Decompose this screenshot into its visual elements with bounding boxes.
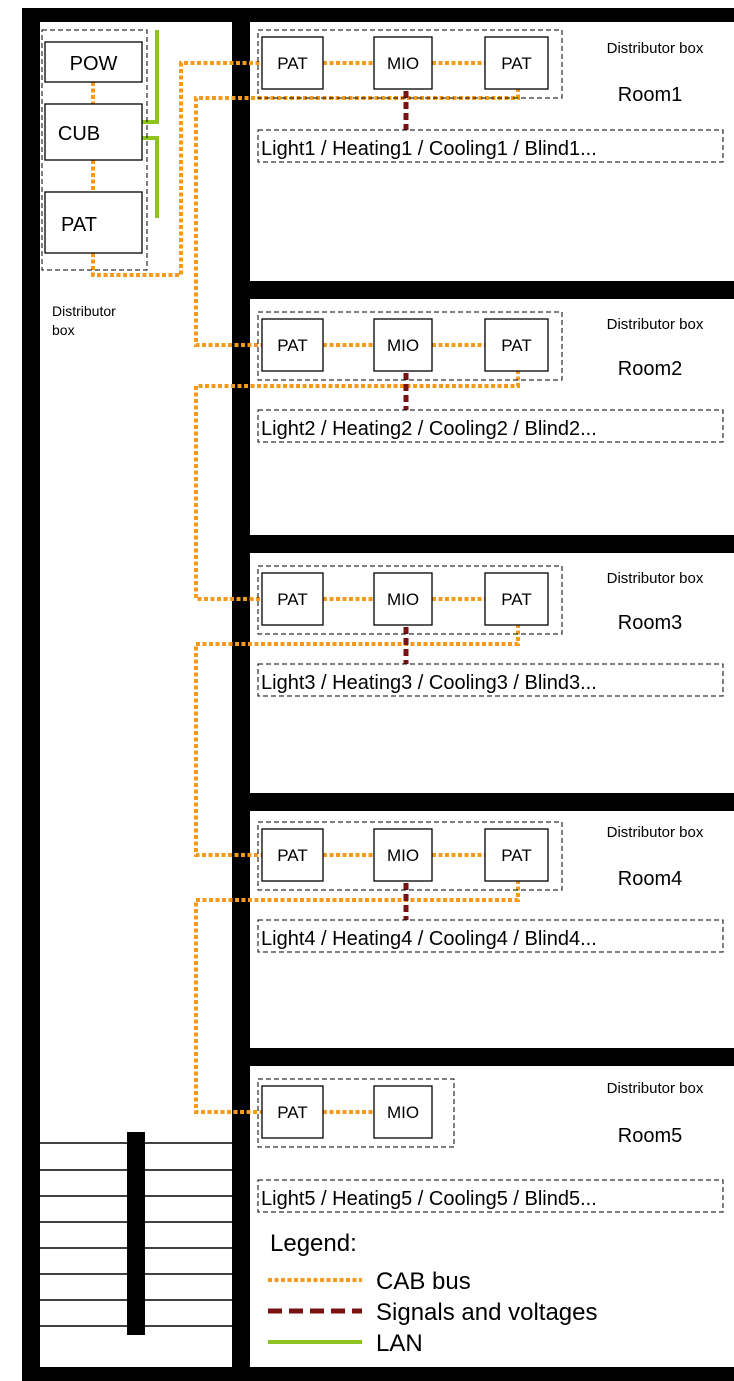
room5-distributor-label: Distributor box (607, 1080, 704, 1097)
room3: PAT MIO PAT Distributor box Room3 Light3… (257, 565, 724, 697)
corridor-wall (232, 8, 250, 1381)
cub-label: CUB (58, 123, 100, 145)
room2-mio-box (373, 318, 433, 372)
cab-bus-room2-room3 (194, 370, 520, 601)
room4: PAT MIO PAT Distributor box Room4 Light4… (257, 821, 724, 953)
room5-loads-outline (257, 1179, 724, 1213)
cab-bus-lines (91, 61, 520, 1114)
room2: PAT MIO PAT Distributor box Room2 Light2… (257, 311, 724, 443)
room5-mio-box (373, 1085, 433, 1139)
room1-loads-outline (257, 129, 724, 163)
cab-bus-room3-room4 (194, 624, 520, 857)
room5-name: Room5 (618, 1125, 682, 1147)
room2-distributor-outline (257, 311, 563, 381)
room3-room4-wall (250, 793, 734, 811)
left-wall (22, 8, 40, 1381)
room4-mio-label: MIO (387, 846, 419, 865)
room2-distributor-label: Distributor box (607, 316, 704, 333)
room1-name: Room1 (618, 84, 682, 106)
room3-pat-left-label: PAT (277, 590, 308, 609)
room1-pat-right-label: PAT (501, 54, 532, 73)
room3-pat-right-label: PAT (501, 590, 532, 609)
room1: PAT MIO PAT Distributor box Room1 Light1… (257, 29, 724, 163)
central-distributor-label-2: box (52, 322, 75, 338)
legend: Legend: CAB bus Signals and voltages LAN (268, 1230, 597, 1357)
lan-line-lower (142, 136, 159, 218)
room4-pat-right-box (484, 828, 549, 882)
room1-room2-wall (250, 281, 734, 299)
room4-mio-box (373, 828, 433, 882)
room3-distributor-outline (257, 565, 563, 635)
room3-name: Room3 (618, 612, 682, 634)
room5-pat-left-label: PAT (277, 1103, 308, 1122)
central-distributor: POW CUB PAT Distributor box (41, 29, 148, 338)
room4-room5-wall (250, 1048, 734, 1066)
room5-distributor-outline (257, 1078, 455, 1148)
lan-lines (142, 30, 159, 218)
room1-distributor-outline (257, 29, 563, 99)
stair-stringer (127, 1132, 145, 1335)
room4-loads: Light4 / Heating4 / Cooling4 / Blind4... (261, 928, 597, 950)
room2-loads-outline (257, 409, 724, 443)
room2-pat-left-box (261, 318, 324, 372)
room3-loads-outline (257, 663, 724, 697)
lan-line-upper (142, 30, 159, 124)
central-distributor-outline (41, 29, 148, 271)
room4-loads-outline (257, 919, 724, 953)
room5: PAT MIO Distributor box Room5 Light5 / H… (257, 1078, 724, 1213)
room2-pat-left-label: PAT (277, 336, 308, 355)
room2-name: Room2 (618, 358, 682, 380)
room2-pat-right-label: PAT (501, 336, 532, 355)
room1-loads: Light1 / Heating1 / Cooling1 / Blind1... (261, 138, 597, 160)
central-pat-label: PAT (61, 214, 97, 236)
staircase (40, 1132, 232, 1335)
cub-box (44, 103, 143, 161)
bottom-wall (22, 1367, 734, 1381)
central-distributor-label-1: Distributor (52, 303, 116, 319)
room2-pat-right-box (484, 318, 549, 372)
room1-pat-left-box (261, 36, 324, 90)
legend-lan-label: LAN (376, 1330, 423, 1357)
room3-mio-box (373, 572, 433, 626)
cab-bus-central-room1 (91, 61, 262, 277)
room3-distributor-label: Distributor box (607, 570, 704, 587)
room1-mio-label: MIO (387, 54, 419, 73)
cab-bus-room4-room5 (194, 880, 520, 1114)
pow-label: POW (70, 53, 118, 75)
room3-pat-right-box (484, 572, 549, 626)
cab-bus-room1-room2 (194, 88, 520, 347)
room4-distributor-label: Distributor box (607, 824, 704, 841)
room1-pat-right-box (484, 36, 549, 90)
room2-room3-wall (250, 535, 734, 553)
room5-loads: Light5 / Heating5 / Cooling5 / Blind5... (261, 1188, 597, 1210)
room1-mio-box (373, 36, 433, 90)
legend-cab-bus-label: CAB bus (376, 1268, 471, 1295)
room1-distributor-label: Distributor box (607, 40, 704, 57)
room1-pat-left-label: PAT (277, 54, 308, 73)
room4-pat-left-label: PAT (277, 846, 308, 865)
central-pat-box (44, 191, 143, 254)
room4-distributor-outline (257, 821, 563, 891)
room5-pat-left-box (261, 1085, 324, 1139)
legend-title: Legend: (270, 1230, 357, 1257)
room2-mio-label: MIO (387, 336, 419, 355)
pow-box (44, 41, 143, 83)
room3-pat-left-box (261, 572, 324, 626)
top-wall (22, 8, 734, 22)
room5-mio-label: MIO (387, 1103, 419, 1122)
legend-signals-label: Signals and voltages (376, 1299, 597, 1326)
room2-loads: Light2 / Heating2 / Cooling2 / Blind2... (261, 418, 597, 440)
room3-loads: Light3 / Heating3 / Cooling3 / Blind3... (261, 672, 597, 694)
room4-pat-left-box (261, 828, 324, 882)
room4-name: Room4 (618, 868, 682, 890)
room4-pat-right-label: PAT (501, 846, 532, 865)
room3-mio-label: MIO (387, 590, 419, 609)
